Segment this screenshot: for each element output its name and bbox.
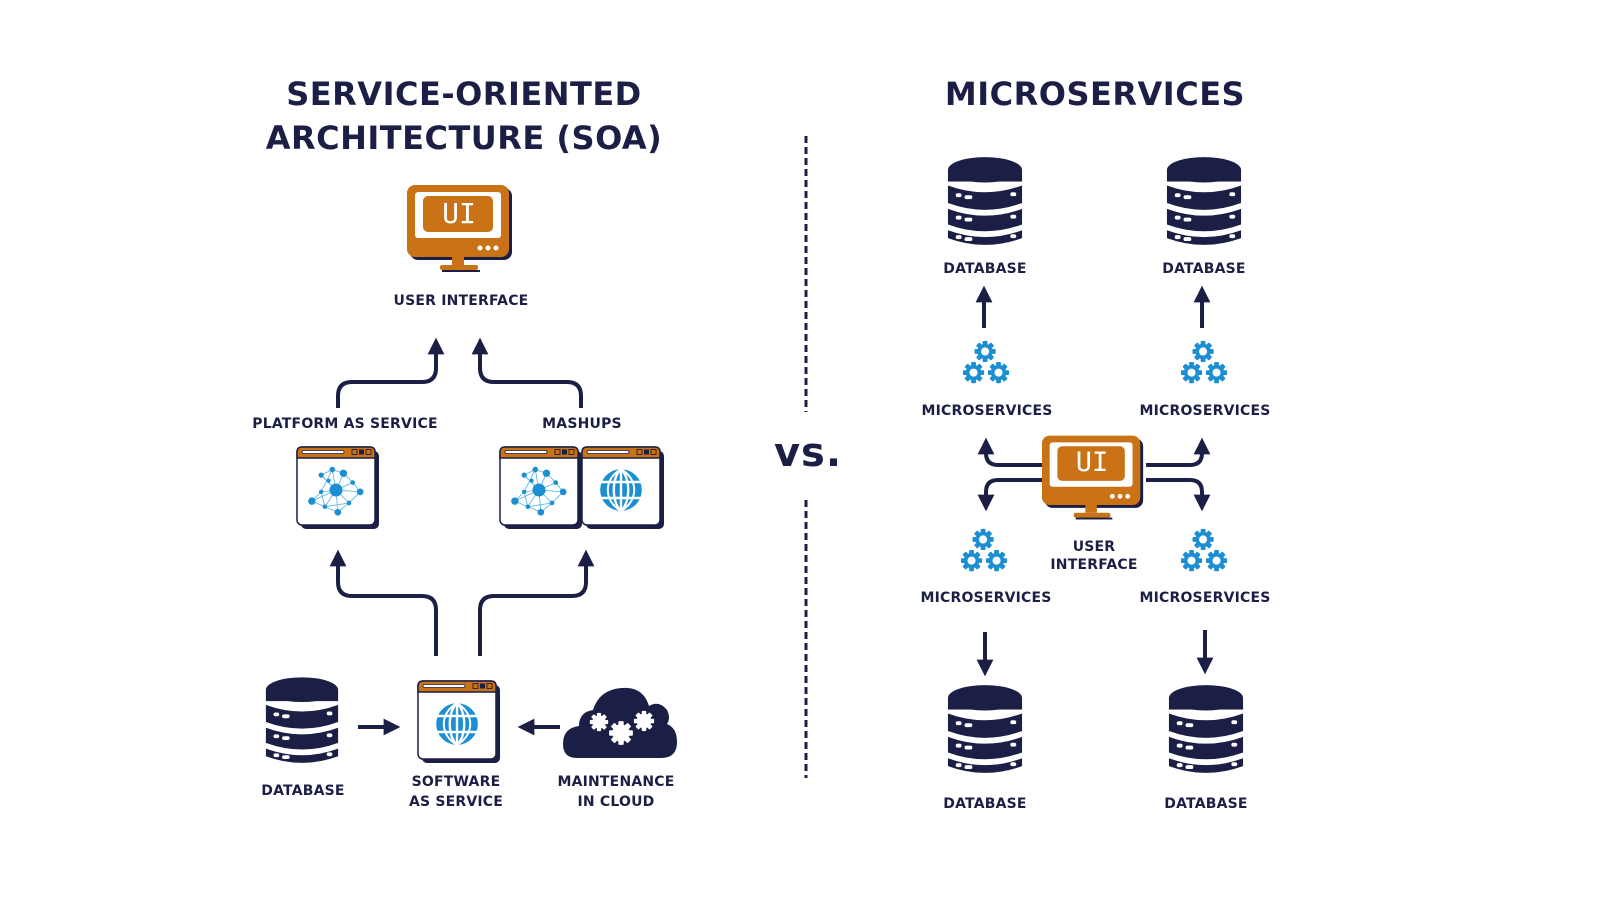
ms-ui-label-line1: USER (1072, 539, 1116, 555)
ms-database-bottom-left-label: DATABASE (943, 796, 1027, 812)
ms-database-top-left (946, 156, 1024, 250)
platform-as-service-node (296, 446, 380, 530)
soa-title-line1: SERVICE-ORIENTED (286, 75, 642, 113)
mashups-node-network (499, 446, 583, 530)
ms-service-top-left-label: MICROSERVICES (921, 403, 1053, 419)
soa-title-line2: ARCHITECTURE (SOA) (265, 119, 663, 157)
ms-user-interface-label: USER INTERFACE (1034, 538, 1154, 574)
arrow-mashups-to-ui (471, 337, 583, 408)
soa-title: SERVICE-ORIENTED ARCHITECTURE (SOA) (244, 72, 684, 160)
database-icon (946, 156, 1024, 250)
database-icon (264, 676, 340, 768)
database-icon (1165, 156, 1243, 250)
ms-database-bottom-right-label: DATABASE (1164, 796, 1248, 812)
arrow-ui-to-ms-bottom-left (977, 478, 1042, 512)
arrow-saas-to-mashups (478, 549, 595, 656)
globe-icon (597, 466, 645, 514)
platform-as-service-label: PLATFORM AS SERVICE (252, 416, 438, 432)
ms-service-bottom-left-label: MICROSERVICES (920, 590, 1052, 606)
arrow-saas-to-platform (329, 549, 438, 656)
ms-ui-label-line2: INTERFACE (1050, 557, 1138, 573)
saas-label-line2: AS SERVICE (408, 794, 504, 810)
ms-database-top-left-label: DATABASE (943, 261, 1027, 277)
ms-database-bottom-right (1167, 684, 1245, 778)
ms-service-top-left (960, 338, 1014, 388)
database-icon (1167, 684, 1245, 778)
database-icon (946, 684, 1024, 778)
globe-icon (433, 700, 481, 748)
arrow-ui-to-ms-bottom-right (1146, 478, 1211, 512)
mashups-node-globe (581, 446, 665, 530)
gears-icon (960, 338, 1014, 388)
saas-label-line1: SOFTWARE (411, 774, 501, 790)
network-icon (511, 464, 567, 516)
network-icon (308, 464, 364, 516)
gears-icon (1178, 338, 1232, 388)
maintenance-label-line2: IN CLOUD (577, 794, 655, 810)
ms-database-top-right (1165, 156, 1243, 250)
ms-database-top-right-label: DATABASE (1162, 261, 1246, 277)
mashups-label: MASHUPS (542, 416, 622, 432)
ms-database-bottom-left (946, 684, 1024, 778)
gears-icon (958, 526, 1012, 576)
soa-user-interface-label: USER INTERFACE (393, 293, 529, 309)
arrow-platform-to-ui (336, 337, 445, 408)
microservices-title: MICROSERVICES (944, 75, 1246, 113)
soa-database-node (264, 676, 340, 768)
arrow-ui-to-ms-top-left (977, 437, 1042, 467)
gears-icon (1178, 526, 1232, 576)
ui-screen-text: UI (442, 197, 476, 230)
ms-service-bottom-right (1178, 526, 1232, 576)
ms-service-top-right (1178, 338, 1232, 388)
software-as-service-label: SOFTWARE AS SERVICE (396, 773, 516, 811)
maintenance-in-cloud-node (563, 684, 677, 760)
ms-service-bottom-right-label: MICROSERVICES (1139, 590, 1271, 606)
ms-service-top-right-label: MICROSERVICES (1139, 403, 1271, 419)
soa-user-interface-node: UI (406, 184, 516, 276)
arrow-ui-to-ms-top-right (1146, 437, 1211, 467)
cloud-gears-icon (563, 687, 677, 758)
maintenance-label-line1: MAINTENANCE (557, 774, 675, 790)
ui-screen-text: UI (1075, 447, 1109, 478)
ms-user-interface-node: UI (1041, 434, 1147, 524)
ms-service-bottom-left (958, 526, 1012, 576)
software-as-service-node (417, 680, 501, 764)
maintenance-in-cloud-label: MAINTENANCE IN CLOUD (556, 773, 676, 811)
vs-label: vs. (773, 430, 843, 476)
soa-database-label: DATABASE (261, 783, 345, 799)
